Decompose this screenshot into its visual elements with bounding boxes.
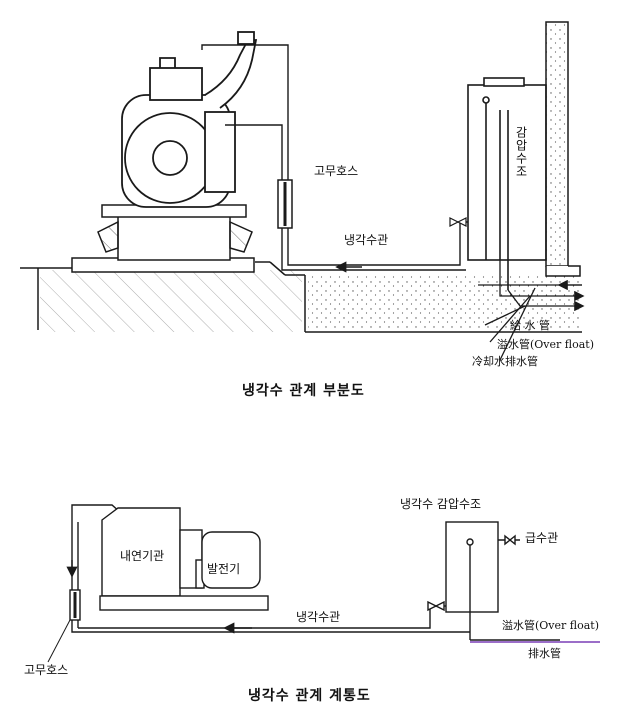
outlet-pipes [478,260,585,361]
overflow-pipe-label-top: 溢水管(Over float) [497,338,595,351]
tank-bottom [445,521,499,613]
generator-label: 발전기 [207,562,241,576]
supply-pipe-label-top: 給 水 管 [510,319,550,332]
caption-bottom: 냉각수 관계 계통도 [248,688,371,704]
valve-top [449,217,467,227]
drain-pipe-label-top: 冷却水排水管 [472,355,538,368]
pressure-tank [467,77,547,290]
supply-pipe-label-bottom: 급수관 [525,531,559,545]
tank-label-bottom: 냉각수 감압수조 [400,497,482,511]
rubber-hose-label-top: 고무호스 [314,164,359,178]
coolant-pipe-top [201,44,478,273]
engine-label: 내연기관 [120,549,165,563]
caption-top: 냉각수 관계 부분도 [242,383,365,399]
diesel-engine [121,31,258,208]
bottom-diagram [66,504,600,643]
rubber-hose-label-bottom: 고무호스 [24,663,69,677]
coolant-pipe-label-top: 냉각수관 [344,233,389,247]
wall [545,21,581,277]
overflow-pipe-label-bottom: 溢水管(Over float) [502,619,600,632]
pressure-tank-label: 감압수조 [514,126,528,178]
coolant-pipe-label-bottom: 냉각수관 [296,610,341,624]
engine-block [99,507,269,611]
drain-pipe-label-bottom: 排水管 [528,647,561,660]
top-diagram [20,21,585,361]
